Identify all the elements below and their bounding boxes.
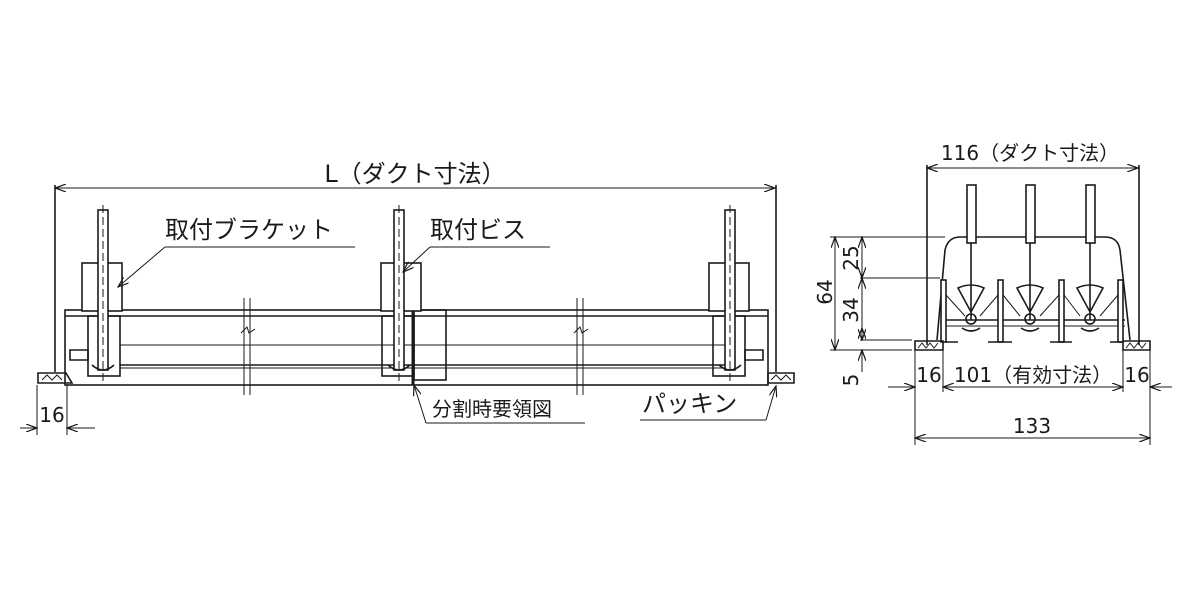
flange-left-label: 16 [916, 363, 941, 387]
side-packing [914, 340, 1151, 351]
flange-right-label: 16 [1124, 363, 1149, 387]
height-dimensions: 64 25 34 5 [813, 237, 945, 386]
packing-callout: パッキン [640, 386, 776, 421]
damper-frame [64, 309, 769, 386]
width-dimensions: 16 101（有効寸法） 16 133 [888, 350, 1172, 445]
height-total-label: 64 [813, 279, 837, 304]
side-frame [936, 236, 1131, 343]
mounting-brackets [81, 205, 750, 382]
split-label: 分割時要領図 [432, 397, 552, 421]
screw-label: 取付ビス [430, 216, 526, 244]
blade-1 [956, 184, 986, 332]
packing [37, 372, 795, 384]
front-view: L（ダクト寸法） [20, 160, 795, 435]
bracket-right [708, 205, 750, 382]
duct-dimension-label: 116（ダクト寸法） [941, 141, 1119, 165]
flange-dimension-label: 16 [39, 403, 64, 427]
overall-width-label: 133 [1013, 414, 1051, 438]
effective-dimension-label: 101（有効寸法） [954, 363, 1112, 387]
side-view: 116（ダクト寸法） [813, 141, 1172, 445]
height-lower-label: 34 [839, 297, 863, 322]
bracket-label: 取付ブラケット [165, 216, 333, 244]
bracket-callout: 取付ブラケット [118, 216, 355, 287]
blade-2 [1015, 184, 1045, 332]
split-callout: 分割時要領図 [414, 385, 585, 424]
height-upper-label: 25 [839, 245, 863, 270]
bracket-center [380, 205, 422, 382]
blade-3 [1075, 184, 1105, 332]
length-dimension: L（ダクト寸法） [55, 160, 777, 372]
height-base-label: 5 [839, 374, 863, 387]
length-dimension-label: L（ダクト寸法） [324, 160, 505, 188]
bracket-left [81, 205, 123, 382]
blades [956, 184, 1105, 332]
packing-label: パッキン [642, 390, 737, 418]
flange-dimension: 16 [20, 385, 95, 435]
screw-callout: 取付ビス [403, 216, 550, 272]
duct-dimension: 116（ダクト寸法） [927, 141, 1140, 345]
break-lines [240, 298, 589, 395]
